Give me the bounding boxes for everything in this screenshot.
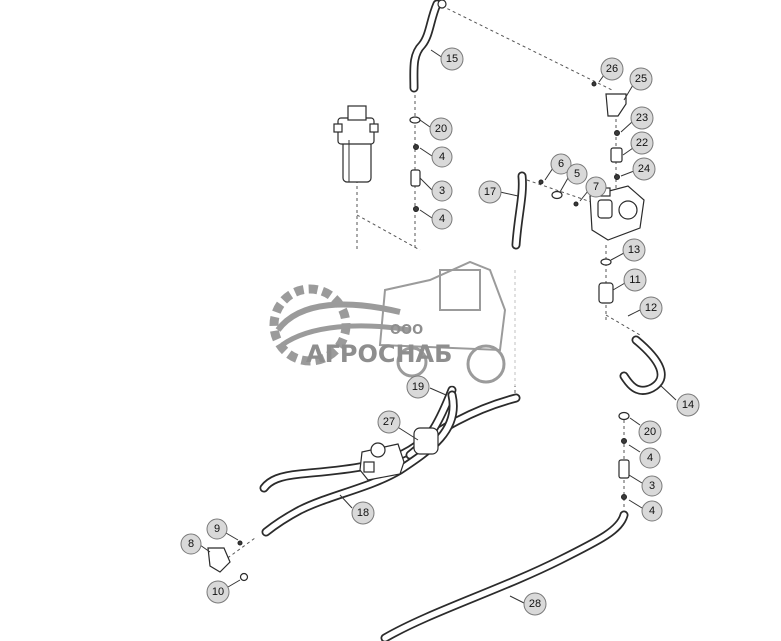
hose-28 [380, 510, 629, 641]
svg-text:4: 4 [439, 151, 445, 163]
svg-text:9: 9 [214, 523, 220, 535]
svg-text:19: 19 [412, 381, 424, 393]
callout-15: 15 [440, 47, 464, 71]
fittings-8-9-10 [207, 540, 249, 582]
hose-18 [261, 390, 458, 537]
svg-text:11: 11 [629, 274, 640, 286]
svg-text:5: 5 [574, 168, 580, 180]
svg-text:7: 7 [593, 181, 599, 193]
svg-text:3: 3 [439, 185, 445, 197]
callout-23: 23 [630, 106, 654, 130]
svg-text:22: 22 [636, 137, 648, 149]
callout-28: 28 [523, 592, 547, 616]
callout-4a: 4 [431, 146, 453, 168]
callout-27: 27 [377, 410, 401, 434]
callout-24: 24 [632, 157, 656, 181]
pump-block [589, 185, 645, 241]
distributor-block [359, 442, 405, 481]
callout-9: 9 [206, 518, 228, 540]
combine-harvester-icon [378, 260, 507, 384]
svg-text:27: 27 [383, 416, 395, 428]
svg-text:3: 3 [649, 480, 655, 492]
callout-20b: 20 [638, 420, 662, 444]
fittings-5-6-7 [538, 179, 579, 207]
callout-10: 10 [206, 580, 230, 604]
watermark: ООО АГРОСНАБ [246, 256, 532, 386]
clamp-27 [413, 427, 439, 455]
callout-20a: 20 [429, 117, 453, 141]
svg-text:23: 23 [636, 112, 648, 124]
watermark-prefix: ООО [390, 323, 423, 338]
callout-4d: 4 [641, 500, 663, 522]
callout-4b: 4 [431, 208, 453, 230]
callout-19: 19 [406, 375, 430, 399]
svg-text:28: 28 [529, 598, 541, 610]
svg-text:13: 13 [628, 244, 640, 256]
callout-3b: 3 [641, 475, 663, 497]
gear-icon [269, 284, 411, 366]
svg-text:14: 14 [682, 399, 694, 411]
callout-25: 25 [629, 67, 653, 91]
hose-14 [619, 335, 666, 395]
svg-text:18: 18 [357, 507, 369, 519]
hose-17 [511, 171, 527, 250]
svg-text:17: 17 [484, 186, 496, 198]
svg-text:12: 12 [645, 302, 657, 314]
callout-26: 26 [600, 57, 624, 81]
callout-8: 8 [180, 533, 202, 555]
fitting-stack-right-top [591, 81, 627, 180]
callout-12: 12 [639, 296, 663, 320]
svg-text:26: 26 [606, 63, 618, 75]
svg-text:4: 4 [649, 505, 655, 517]
callout-7: 7 [585, 176, 607, 198]
callout-3a: 3 [431, 180, 453, 202]
callout-18: 18 [351, 501, 375, 525]
callout-14: 14 [676, 393, 700, 417]
callout-4c: 4 [639, 447, 661, 469]
filter-assembly [333, 105, 379, 183]
callout-17: 17 [478, 180, 502, 204]
svg-text:20: 20 [435, 123, 447, 135]
svg-text:20: 20 [644, 426, 656, 438]
svg-text:25: 25 [635, 73, 647, 85]
svg-text:15: 15 [446, 53, 458, 65]
fitting-stack-right-bottom [618, 411, 630, 500]
svg-text:24: 24 [638, 163, 650, 175]
callout-22: 22 [630, 131, 654, 155]
hose-15 [409, 0, 447, 93]
fittings-11-13 [598, 258, 614, 304]
callout-13: 13 [622, 238, 646, 262]
svg-text:4: 4 [439, 213, 445, 225]
callout-6: 6 [550, 153, 572, 175]
callout-11: 11 [623, 268, 647, 292]
svg-text:4: 4 [647, 452, 653, 464]
svg-text:10: 10 [212, 586, 224, 598]
svg-text:8: 8 [188, 538, 194, 550]
watermark-name: АГРОСНАБ [306, 340, 452, 368]
callout-5: 5 [566, 163, 588, 185]
svg-text:6: 6 [558, 158, 564, 170]
